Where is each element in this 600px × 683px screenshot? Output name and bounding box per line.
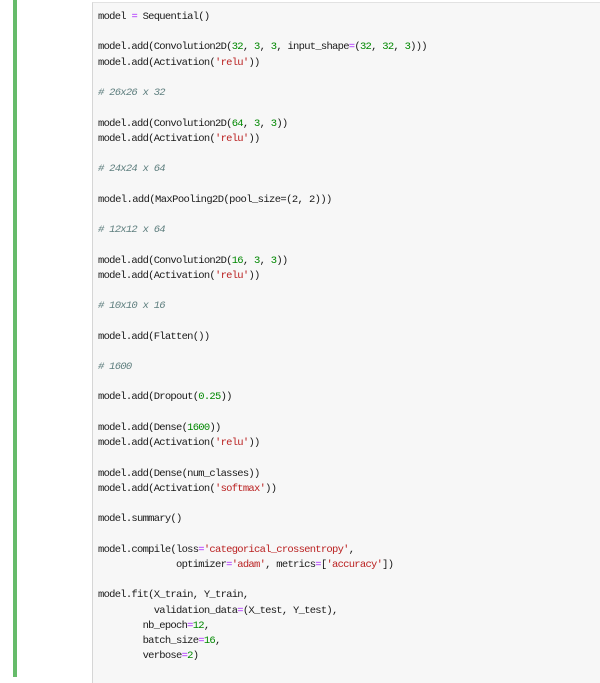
code-line: [98, 208, 427, 223]
code-line: # 1600: [98, 361, 132, 374]
code-line: nb_epoch=12,: [98, 619, 211, 632]
code-line: [98, 71, 427, 86]
code-line: model.add(Dropout(0.25)): [98, 391, 232, 404]
code-line: # 24x24 x 64: [98, 163, 166, 176]
code-line: [98, 314, 427, 329]
code-line: optimizer='adam', metrics=['accuracy']): [98, 558, 394, 571]
code-line: validation_data=(X_test, Y_test),: [98, 604, 339, 617]
code-line: model.add(Convolution2D(64, 3, 3)): [98, 117, 288, 130]
code-line: model.add(Activation('softmax')): [98, 482, 277, 495]
code-line: model.add(Activation('relu')): [98, 437, 260, 450]
code-line: model.add(Convolution2D(32, 3, 3, input_…: [98, 41, 428, 54]
code-line: [98, 147, 427, 162]
code-line-maxpooling: model.add(MaxPooling2D(pool_size=(2, 2))…: [98, 193, 332, 206]
code-line: [98, 406, 427, 421]
code-line: [98, 497, 427, 512]
code-line: # 12x12 x 64: [98, 224, 166, 237]
code-line: [98, 238, 427, 253]
code-line: [98, 375, 427, 390]
code-line: model.add(Dense(1600)): [98, 421, 221, 434]
code-line: [98, 177, 427, 192]
code-line: [98, 345, 427, 360]
code-line: [98, 573, 427, 588]
code-line: model = Sequential(): [98, 11, 210, 23]
code-line: model.add(Activation('relu')): [98, 269, 260, 282]
cell-selection-bar: [13, 0, 17, 677]
code-line: [98, 451, 427, 466]
code-line: model.add(Flatten()): [98, 330, 210, 343]
code-cell-input[interactable]: [92, 2, 600, 683]
code-line: model.compile(loss='categorical_crossent…: [98, 543, 355, 556]
code-line: [98, 284, 427, 299]
code-line: model.add(Activation('relu')): [98, 132, 260, 145]
code-editor[interactable]: model = Sequential() model.add(Convolutio…: [98, 10, 428, 664]
code-line: batch_size=16,: [98, 634, 222, 647]
code-line: [98, 101, 427, 116]
code-line: # 10x10 x 16: [98, 300, 166, 313]
code-line: model.add(Activation('relu')): [98, 56, 260, 69]
code-line: model.summary(): [98, 513, 182, 526]
code-line: [98, 25, 427, 40]
code-line: model.fit(X_train, Y_train,: [98, 589, 249, 602]
code-line: model.add(Convolution2D(16, 3, 3)): [98, 254, 288, 267]
code-line: [98, 527, 427, 542]
code-line: verbose=2): [98, 650, 199, 663]
code-line: # 26x26 x 32: [98, 87, 166, 100]
code-line: model.add(Dense(num_classes)): [98, 467, 260, 480]
